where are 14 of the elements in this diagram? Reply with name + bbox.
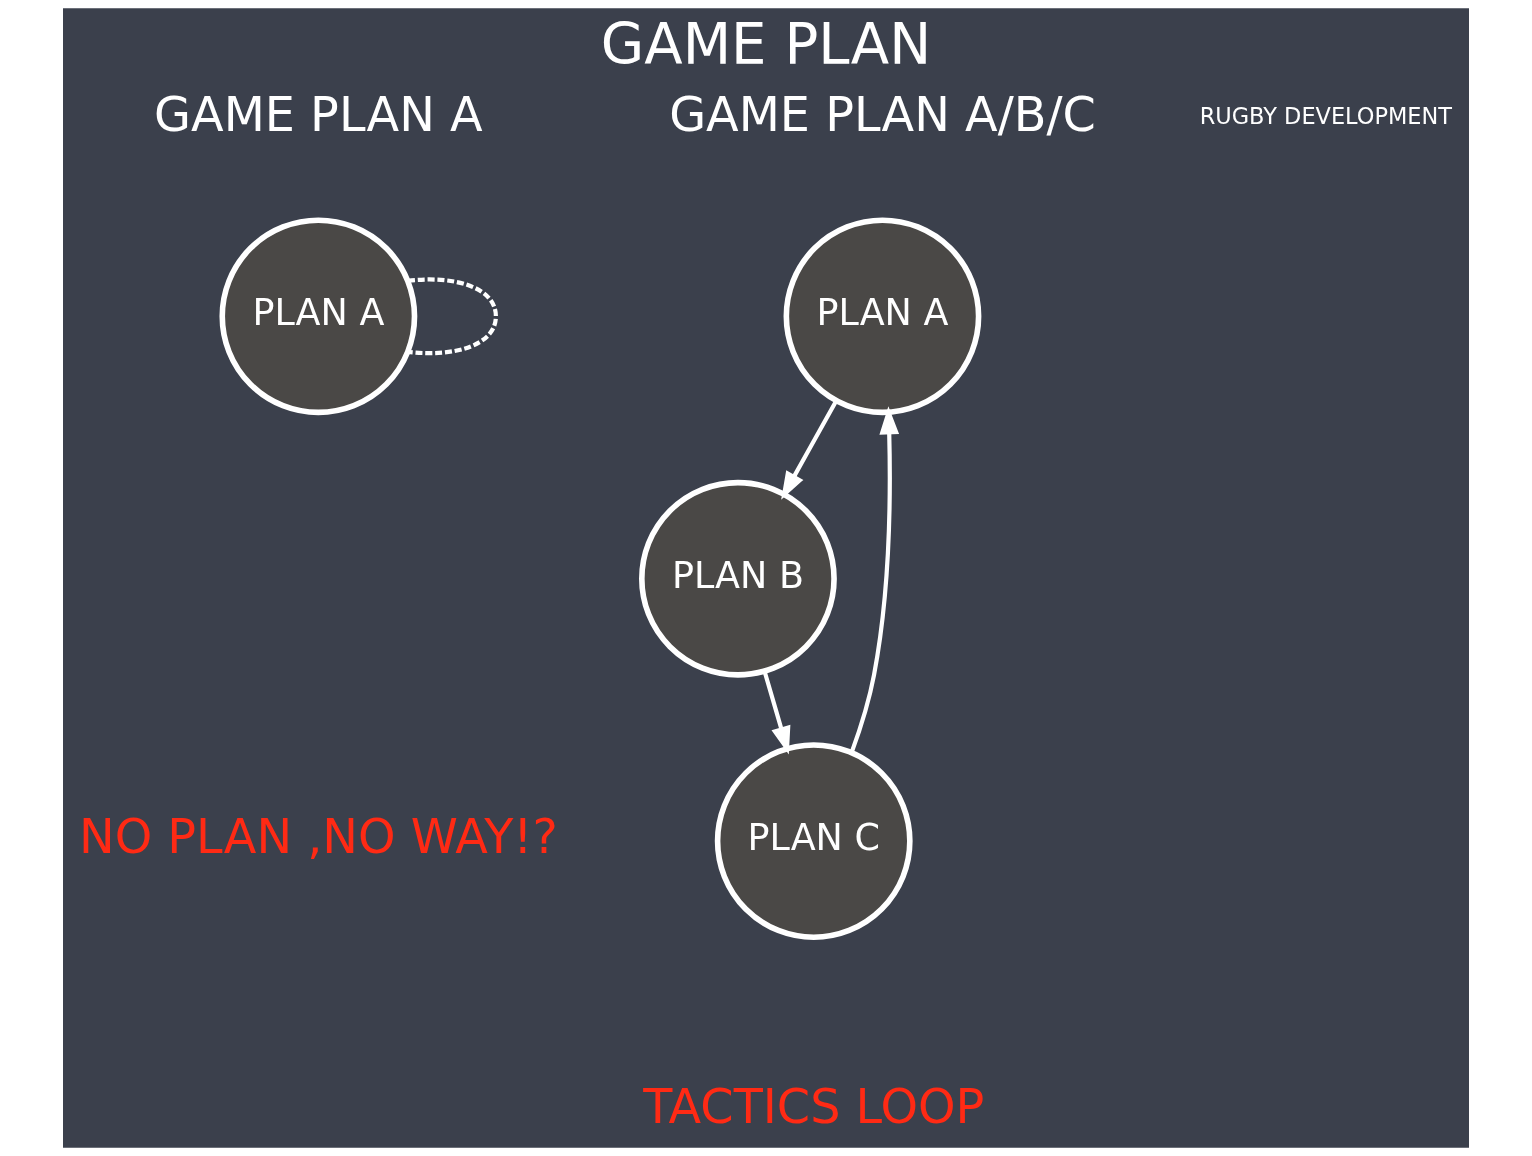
node-circle: PLAN A: [783, 217, 982, 416]
label: NO PLAN ,NO WAY!?: [78, 809, 558, 865]
arrow: [849, 406, 900, 754]
arrow: [762, 670, 791, 755]
node-circle: PLAN B: [639, 479, 837, 678]
arrow: [781, 399, 838, 500]
label: GAME PLAN A/B/C: [669, 86, 1096, 142]
node-circle: PLAN C: [714, 742, 913, 941]
label: GAME PLAN A: [154, 86, 483, 142]
connector: [407, 277, 498, 356]
diagram-title: GAME PLAN: [600, 12, 932, 78]
node-circle: PLAN A: [219, 217, 418, 416]
label: TACTICS LOOP: [643, 1078, 985, 1134]
label: RUGBY DEVELOPMENT: [1199, 102, 1453, 129]
